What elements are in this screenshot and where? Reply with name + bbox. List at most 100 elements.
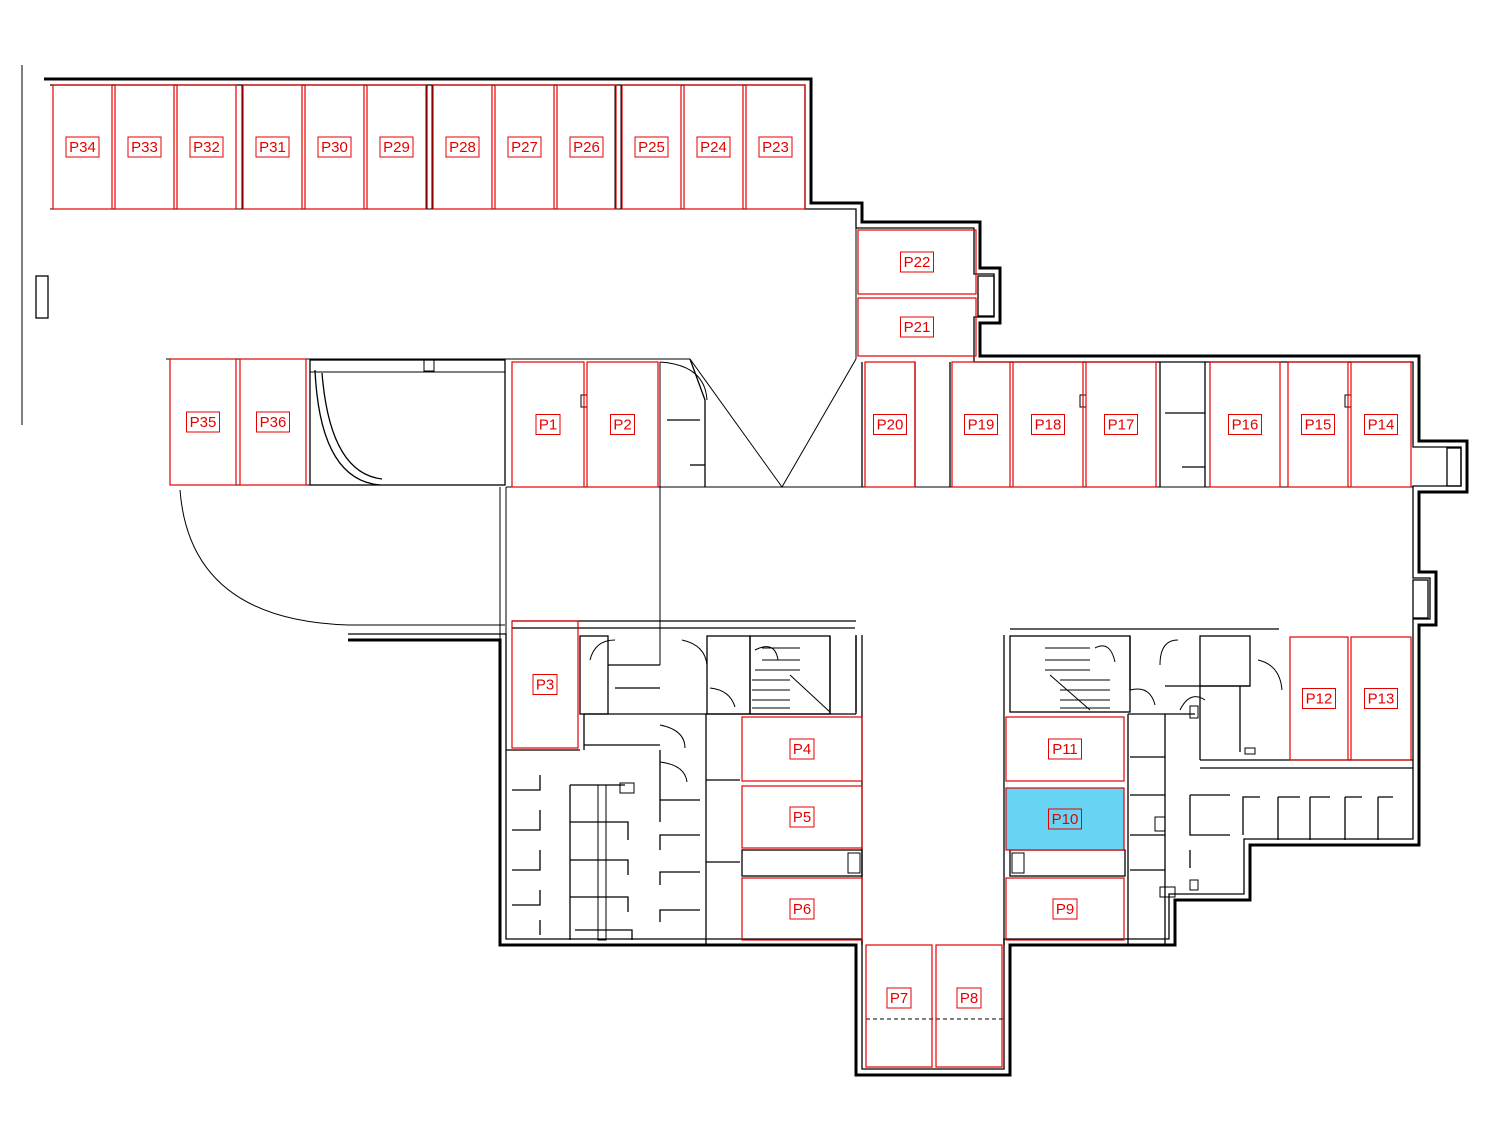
parking-space-p24[interactable]: P24 [683,84,744,210]
parking-space-tag [758,136,793,158]
parking-space-area[interactable] [857,229,977,295]
parking-space-area[interactable] [1012,361,1084,488]
parking-space-area[interactable] [865,944,933,1068]
parking-space-area[interactable] [511,620,579,749]
parking-space-tag [900,251,934,273]
parking-space-p28[interactable]: P28 [432,84,493,210]
parking-space-area[interactable] [741,785,863,849]
parking-space-p4[interactable]: P4 [741,716,863,782]
parking-space-p31[interactable]: P31 [242,84,303,210]
parking-space-tag [445,136,480,158]
parking-space-p8[interactable]: P8 [935,944,1003,1068]
parking-space-area[interactable] [169,358,237,486]
parking-space-tag [65,136,100,158]
parking-space-p1[interactable]: P1 [511,361,585,488]
parking-space-area[interactable] [242,84,303,210]
parking-space-area[interactable] [621,84,682,210]
parking-space-p19[interactable]: P19 [951,361,1011,488]
parking-space-area[interactable] [1350,361,1412,488]
parking-space-area[interactable] [52,84,113,210]
parking-space-area[interactable] [432,84,493,210]
parking-space-area[interactable] [1289,636,1349,761]
parking-space-p36[interactable]: P36 [239,358,307,486]
parking-space-p6[interactable]: P6 [741,877,863,941]
parking-space-p23[interactable]: P23 [745,84,806,210]
parking-space-label: P10 [1052,811,1079,828]
parking-space-label: P33 [131,139,158,156]
parking-space-area[interactable] [366,84,427,210]
parking-space-tag [317,136,352,158]
parking-space-tag [1052,898,1078,920]
parking-space-area[interactable] [1005,877,1125,941]
parking-space-label: P27 [511,139,538,156]
parking-space-area[interactable] [951,361,1011,488]
parking-space-label: P14 [1368,417,1395,434]
parking-space-p17[interactable]: P17 [1085,361,1157,488]
parking-space-p7[interactable]: P7 [865,944,933,1068]
parking-space-area[interactable] [741,716,863,782]
parking-space-p30[interactable]: P30 [304,84,365,210]
parking-space-tag [1301,414,1335,435]
parking-space-area[interactable] [741,877,863,941]
parking-space-p33[interactable]: P33 [114,84,175,210]
parking-space-tag [535,414,561,435]
parking-space-label: P21 [904,319,931,336]
parking-space-p14[interactable]: P14 [1350,361,1412,488]
parking-space-area[interactable] [864,361,916,488]
parking-space-p18[interactable]: P18 [1012,361,1084,488]
parking-space-p25[interactable]: P25 [621,84,682,210]
parking-space-p16[interactable]: P16 [1209,361,1281,488]
parking-space-tag [1364,688,1398,709]
parking-space-p20[interactable]: P20 [864,361,916,488]
parking-space-label: P4 [793,741,811,758]
parking-space-p13[interactable]: P13 [1350,636,1412,761]
parking-space-label: P15 [1305,417,1332,434]
parking-space-p2[interactable]: P2 [586,361,659,488]
parking-space-area[interactable] [114,84,175,210]
parking-space-p34[interactable]: P34 [52,84,113,210]
parking-space-p9[interactable]: P9 [1005,877,1125,941]
parking-space-label: P20 [877,417,904,434]
parking-space-area[interactable] [857,297,977,357]
parking-space-label: P8 [960,990,978,1007]
parking-space-area[interactable] [935,944,1003,1068]
parking-space-tag [127,136,162,158]
parking-space-p15[interactable]: P15 [1287,361,1349,488]
parking-space-label: P17 [1108,417,1135,434]
parking-space-area[interactable] [683,84,744,210]
parking-space-p26[interactable]: P26 [556,84,617,210]
parking-space-area[interactable] [511,361,585,488]
parking-space-tag [1364,414,1398,435]
parking-space-area[interactable] [176,84,237,210]
parking-space-area[interactable] [1350,636,1412,761]
parking-space-area[interactable] [745,84,806,210]
parking-space-tag [255,136,290,158]
parking-space-label: P13 [1368,691,1395,708]
parking-space-p11[interactable]: P11 [1005,716,1125,782]
parking-space-p5[interactable]: P5 [741,785,863,849]
parking-space-area[interactable] [1209,361,1281,488]
parking-space-area[interactable] [1005,716,1125,782]
parking-space-p32[interactable]: P32 [176,84,237,210]
parking-space-p27[interactable]: P27 [494,84,555,210]
parking-space-area[interactable] [586,361,659,488]
parking-space-p12[interactable]: P12 [1289,636,1349,761]
parking-space-area[interactable] [1287,361,1349,488]
parking-space-area[interactable] [494,84,555,210]
parking-space-p29[interactable]: P29 [366,84,427,210]
parking-space-area[interactable] [304,84,365,210]
parking-space-p35[interactable]: P35 [169,358,237,486]
parking-space-area[interactable] [1085,361,1157,488]
parking-space-p21[interactable]: P21 [857,297,977,357]
parking-space-label: P18 [1035,417,1062,434]
parking-space-area[interactable] [239,358,307,486]
parking-space-tag [1048,808,1082,830]
parking-space-label: P30 [321,139,348,156]
parking-space-area[interactable] [556,84,617,210]
parking-space-tag [789,806,815,828]
parking-space-p3[interactable]: P3 [511,620,579,749]
parking-space-tag [1048,738,1082,760]
parking-space-p22[interactable]: P22 [857,229,977,295]
parking-space-p10[interactable]: P10 [1005,787,1125,851]
